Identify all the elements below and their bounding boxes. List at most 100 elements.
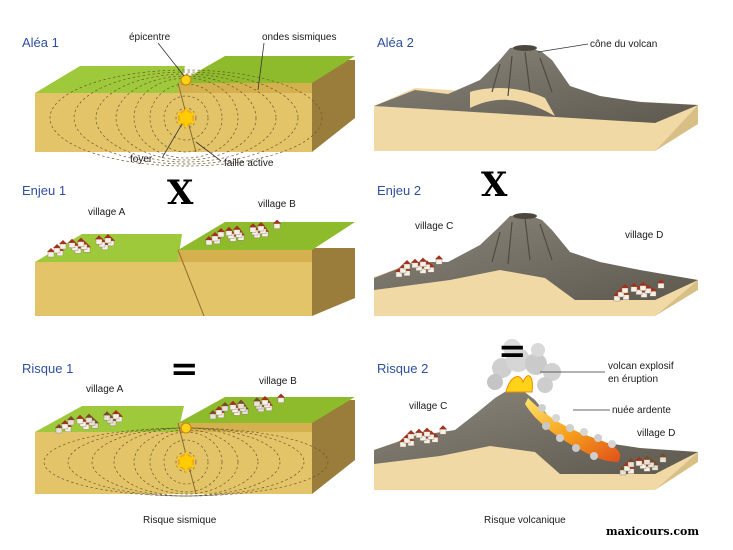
seismic-hazard-block bbox=[35, 56, 355, 167]
house bbox=[635, 460, 643, 466]
risk-village-a-label: village A bbox=[86, 384, 124, 395]
house-roof bbox=[657, 279, 665, 284]
house-roof bbox=[407, 430, 415, 434]
house bbox=[423, 431, 431, 437]
village-b-label: village B bbox=[258, 199, 296, 210]
house-roof bbox=[59, 240, 67, 244]
seismic-hazard-title: Aléa 1 bbox=[22, 35, 59, 50]
seismic-risk-title: Risque 1 bbox=[22, 361, 73, 376]
site-watermark: maxicours.com bbox=[606, 525, 699, 538]
volcanic-stake-title: Enjeu 2 bbox=[377, 183, 421, 198]
house bbox=[229, 404, 237, 410]
house bbox=[277, 397, 285, 403]
house bbox=[419, 261, 427, 267]
house-roof bbox=[415, 428, 423, 433]
risk-village-d-label: village D bbox=[637, 428, 675, 439]
focus-star bbox=[176, 106, 196, 130]
house bbox=[59, 243, 67, 250]
seismic-risk-block bbox=[35, 393, 355, 497]
house bbox=[215, 409, 223, 416]
house-roof bbox=[261, 396, 269, 400]
house-roof bbox=[221, 402, 229, 406]
pyroclastic-cloud-dots bbox=[538, 404, 616, 460]
house bbox=[415, 432, 423, 438]
house bbox=[53, 247, 61, 254]
house bbox=[55, 427, 63, 434]
seismic-waves-label: ondes sismiques bbox=[262, 32, 336, 43]
epicentre-marker bbox=[180, 74, 192, 86]
house-roof bbox=[621, 284, 629, 288]
house bbox=[249, 226, 257, 233]
house-roof bbox=[103, 411, 111, 416]
house-roof bbox=[104, 234, 112, 238]
house-roof bbox=[630, 282, 638, 287]
house-roof bbox=[67, 416, 75, 420]
house-roof bbox=[277, 393, 285, 398]
village-c-houses bbox=[395, 255, 443, 278]
volcanic-risk-title: Risque 2 bbox=[377, 361, 428, 376]
house bbox=[273, 223, 281, 229]
eruption-label-line2: en éruption bbox=[608, 374, 658, 385]
house bbox=[221, 405, 229, 412]
house-roof bbox=[273, 219, 281, 224]
house bbox=[112, 413, 120, 420]
house bbox=[439, 429, 447, 435]
seismic-risk-caption: Risque sismique bbox=[143, 515, 217, 526]
house bbox=[209, 413, 217, 420]
volcanic-hazard-block bbox=[374, 45, 698, 151]
house bbox=[77, 241, 85, 247]
house-roof bbox=[209, 410, 217, 414]
house bbox=[630, 286, 638, 292]
house bbox=[403, 263, 411, 270]
house bbox=[61, 423, 69, 430]
house-roof bbox=[419, 257, 427, 262]
house-roof bbox=[627, 458, 635, 462]
active-fault-label: faille active bbox=[224, 158, 274, 169]
village-a-houses bbox=[47, 234, 115, 258]
equals-operator-seismic: = bbox=[170, 349, 199, 389]
house-roof bbox=[635, 456, 643, 461]
house bbox=[104, 237, 112, 244]
risk-village-b-houses bbox=[209, 393, 285, 420]
house bbox=[411, 262, 419, 268]
house bbox=[237, 403, 245, 409]
house-roof bbox=[639, 281, 647, 286]
house-roof bbox=[439, 425, 447, 430]
volcanic-risk-caption: Risque volcanique bbox=[484, 515, 566, 526]
epicentre-label: épicentre bbox=[129, 32, 171, 43]
house-roof bbox=[47, 248, 55, 252]
risk-village-a-houses bbox=[55, 410, 123, 434]
village-d-houses bbox=[613, 279, 665, 302]
house bbox=[67, 419, 75, 426]
house-roof bbox=[237, 399, 245, 404]
house bbox=[621, 287, 629, 294]
house-roof bbox=[659, 453, 667, 458]
house-roof bbox=[211, 232, 219, 236]
risk-village-d-houses bbox=[619, 453, 667, 476]
volcanic-stake-block bbox=[374, 213, 698, 316]
house-roof bbox=[403, 260, 411, 264]
village-a-label: village A bbox=[88, 207, 126, 218]
eruption-label-line1: volcan explosif bbox=[608, 361, 674, 372]
house-roof bbox=[112, 410, 120, 414]
house bbox=[261, 399, 269, 406]
risk-village-c-houses bbox=[399, 425, 447, 448]
house-roof bbox=[77, 237, 85, 242]
focus-label: foyer bbox=[130, 154, 153, 165]
house-roof bbox=[233, 225, 241, 230]
house bbox=[233, 229, 241, 235]
times-operator-volcanic: X bbox=[481, 165, 508, 205]
house bbox=[76, 418, 84, 424]
house-roof bbox=[411, 258, 419, 263]
house-roof bbox=[217, 228, 225, 232]
house bbox=[47, 251, 55, 258]
house-roof bbox=[423, 427, 431, 432]
volcano-cone-label: cône du volcan bbox=[590, 39, 657, 50]
equals-operator-volcanic: = bbox=[498, 331, 527, 371]
house bbox=[435, 259, 443, 265]
house-roof bbox=[229, 400, 237, 405]
house-roof bbox=[643, 455, 651, 460]
house bbox=[68, 242, 76, 249]
house bbox=[659, 457, 667, 463]
